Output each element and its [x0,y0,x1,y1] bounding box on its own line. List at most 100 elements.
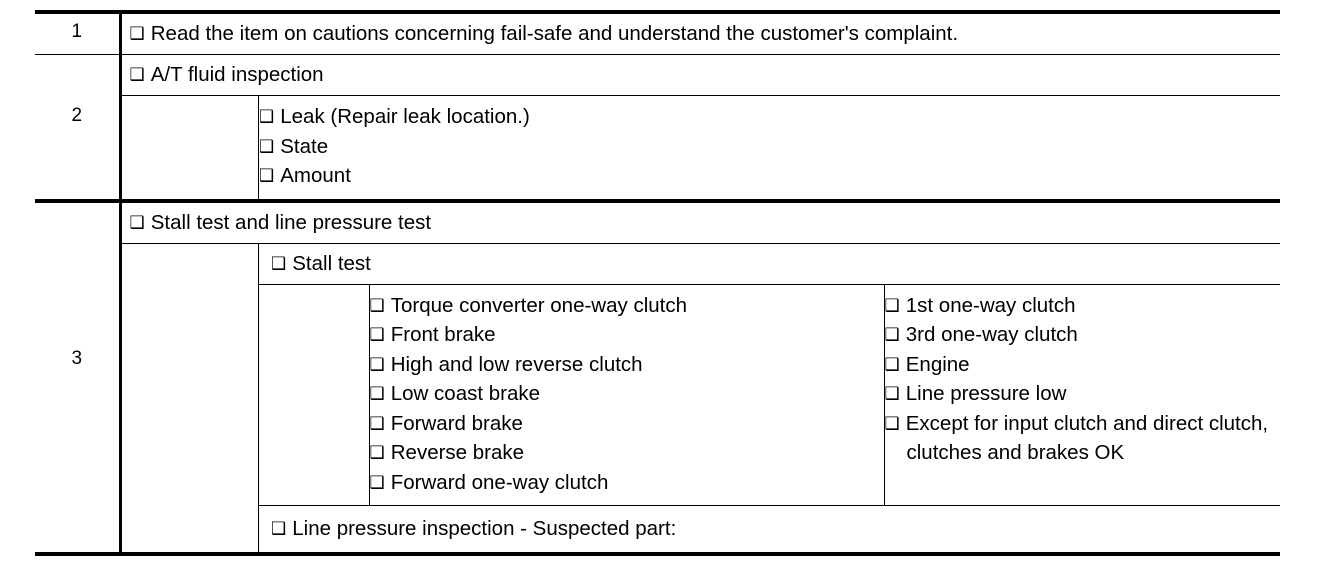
checkbox-icon[interactable]: ❑ [369,325,385,345]
list-item[interactable]: ❑1st one-way clutch [885,291,1281,321]
list-item-label: Amount [280,164,351,187]
table-row: 3 ❑Stall test and line pressure test [35,200,1281,556]
check-item[interactable]: ❑Stall test and line pressure test [122,203,1281,243]
line-pressure-cell: ❑Line pressure inspection - Suspected pa… [259,506,1280,553]
list-item-label: Leak (Repair leak location.) [280,105,530,128]
row3-body-cell: ❑Stall test [121,243,1280,553]
list-item[interactable]: ❑Leak (Repair leak location.) [259,102,1280,132]
checkbox-icon[interactable]: ❑ [259,166,275,186]
list-item-label: State [280,134,329,158]
checklist-table: 1 ❑Read the item on cautions concerning … [35,10,1280,556]
list-item[interactable]: ❑3rd one-way clutch [885,320,1281,350]
row-content-3: ❑Stall test and line pressure test [120,200,1281,556]
list-item[interactable]: ❑Amount [259,161,1280,191]
list-item-label: Front brake [390,323,496,346]
indent-spacer [121,96,259,199]
checkbox-icon[interactable]: ❑ [884,384,900,404]
indent-spacer [259,284,370,505]
checkbox-icon[interactable]: ❑ [369,354,385,375]
row-number: 3 [71,347,83,369]
list-item-label: Reverse brake [390,441,525,464]
stall-test-right-column: ❑1st one-way clutch ❑3rd one-way clutch [883,284,1281,505]
row2-sub-row: ❑Leak (Repair leak location.) ❑State [121,96,1281,199]
list-item-label: Engine [905,352,970,376]
checkbox-icon[interactable]: ❑ [369,295,385,316]
stall-test-heading-cell: ❑Stall test [259,243,1280,285]
check-item-label: Stall test and line pressure test [150,210,432,234]
checkbox-icon[interactable]: ❑ [369,472,385,493]
stall-test-columns-row: ❑Torque converter one-way clutch ❑Front … [259,284,1280,506]
list-item[interactable]: ❑Front brake [370,320,884,350]
row3-inner-table: ❑Stall test and line pressure test [121,202,1281,553]
row-content-1: ❑Read the item on cautions concerning fa… [120,10,1281,55]
checkbox-icon[interactable]: ❑ [129,65,145,85]
row3-stall-block: ❑Stall test [259,243,1280,553]
check-item[interactable]: ❑Stall test [259,244,1280,284]
row3-heading-cell: ❑Stall test and line pressure test [121,202,1281,244]
checkbox-icon[interactable]: ❑ [259,107,275,127]
list-item[interactable]: ❑Line pressure low [885,379,1281,409]
line-pressure-row: ❑Line pressure inspection - Suspected pa… [259,506,1280,553]
checkbox-icon[interactable]: ❑ [271,253,287,274]
row2-heading-row: ❑A/T fluid inspection [121,55,1281,96]
list-item-label: High and low reverse clutch [390,352,643,376]
check-item[interactable]: ❑A/T fluid inspection [122,55,1281,95]
row3-heading-row: ❑Stall test and line pressure test [121,202,1281,244]
list-item[interactable]: ❑Engine [885,350,1281,380]
checkbox-icon[interactable]: ❑ [271,519,287,539]
row2-sub-cell: ❑Leak (Repair leak location.) ❑State [121,96,1281,199]
row3-indent-table: ❑Stall test [121,243,1280,553]
stall-test-heading-row: ❑Stall test [259,243,1280,285]
checkbox-icon[interactable]: ❑ [129,24,145,44]
check-item[interactable]: ❑Line pressure inspection - Suspected pa… [259,506,1280,552]
table-row: 2 ❑A/T fluid inspection [35,54,1281,203]
row-number-cell-2: 2 [35,54,122,203]
row3-body-row: ❑Stall test [121,243,1280,553]
row-number-cell-1: 1 [35,10,122,55]
stall-test-grid: ❑Torque converter one-way clutch ❑Front … [259,284,1281,506]
list-item[interactable]: ❑Forward brake [370,409,884,439]
check-item-label: Stall test [292,251,371,275]
checkbox-icon[interactable]: ❑ [129,212,145,233]
checkbox-icon[interactable]: ❑ [369,384,385,404]
stall-test-left-column: ❑Torque converter one-way clutch ❑Front … [369,285,884,506]
row2-sub-items-cell: ❑Leak (Repair leak location.) ❑State [259,96,1281,199]
list-item[interactable]: ❑Reverse brake [370,438,884,468]
list-item-label: Forward one-way clutch [390,470,609,494]
table-row: ❑Stall test [121,243,1280,553]
row-content-2: ❑A/T fluid inspection [120,54,1281,203]
checkbox-icon[interactable]: ❑ [259,136,275,157]
stall-test-table: ❑Stall test [259,243,1280,553]
checkbox-icon[interactable]: ❑ [884,295,900,316]
row-number-cell-3: 3 [35,200,122,556]
table-row: 1 ❑Read the item on cautions concerning … [35,10,1281,55]
stall-test-columns-cell: ❑Torque converter one-way clutch ❑Front … [259,284,1280,506]
list-item-label: Forward brake [390,411,523,435]
list-item-label: 3rd one-way clutch [905,323,1078,346]
list-item[interactable]: ❑State [259,132,1280,162]
list-item[interactable]: ❑Low coast brake [370,379,884,409]
table-row: ❑Torque converter one-way clutch ❑Front … [259,284,1281,506]
list-item-label: Except for input clutch and direct clutc… [905,411,1269,465]
indent-spacer [121,243,259,552]
checkbox-icon[interactable]: ❑ [369,443,385,463]
check-item-label: Read the item on cautions concerning fai… [150,22,959,45]
check-item-label: Line pressure inspection - Suspected par… [292,517,677,540]
checkbox-icon[interactable]: ❑ [369,413,385,434]
list-item[interactable]: ❑High and low reverse clutch [370,350,884,380]
check-item-label: A/T fluid inspection [150,63,324,86]
checkbox-icon[interactable]: ❑ [884,325,900,345]
check-item[interactable]: ❑Read the item on cautions concerning fa… [122,14,1281,54]
checkbox-icon[interactable]: ❑ [884,413,900,434]
list-item-label: Line pressure low [905,382,1067,405]
row-number: 1 [71,21,83,42]
checkbox-icon[interactable]: ❑ [884,354,900,375]
list-item[interactable]: ❑Torque converter one-way clutch [370,291,884,321]
fluid-inspection-list: ❑Leak (Repair leak location.) ❑State [259,96,1280,199]
list-item[interactable]: ❑Forward one-way clutch [370,468,884,498]
table-row: ❑Leak (Repair leak location.) ❑State [121,96,1281,199]
list-item-label: 1st one-way clutch [905,293,1076,317]
row2-sub-table: ❑Leak (Repair leak location.) ❑State [121,96,1281,199]
row2-inner-table: ❑A/T fluid inspection [121,55,1281,199]
list-item[interactable]: ❑Except for input clutch and direct clut… [885,409,1281,468]
